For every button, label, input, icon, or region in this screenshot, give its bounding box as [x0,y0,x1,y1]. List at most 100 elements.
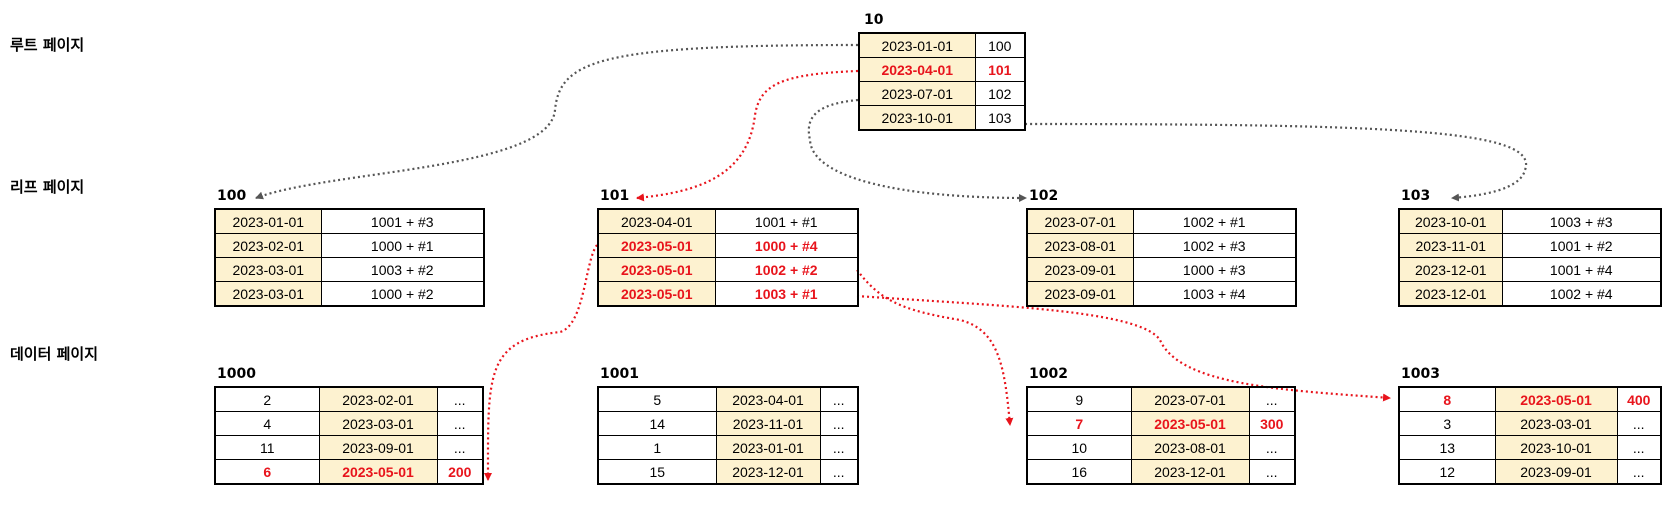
value-cell: 300 [1248,411,1296,436]
row-id-cell: 6 [214,459,320,485]
row-id-cell: 4 [214,411,320,436]
value-cell: ... [819,459,859,485]
rowid-pointer-cell: 1000 + #1 [320,233,485,258]
value-cell: 400 [1616,386,1662,412]
rowid-pointer-cell: 1003 + #2 [320,257,485,282]
rowid-pointer-cell: 1003 + #4 [1132,281,1297,307]
root-page-number: 10 [864,12,884,28]
index-key-cell: 2023-03-01 [214,257,322,282]
index-key-cell: 2023-09-01 [1026,257,1134,282]
value-cell: ... [436,386,484,412]
link-root-to-100 [255,43,859,200]
child-pointer-cell: 103 [974,105,1026,131]
row-id-cell: 7 [1026,411,1132,436]
child-pointer-cell: 101 [974,57,1026,82]
rowid-pointer-cell: 1000 + #3 [1132,257,1297,282]
leaf-page-number: 103 [1401,188,1431,204]
date-cell: 2023-02-01 [318,386,438,412]
row-id-cell: 5 [597,386,717,412]
rowid-pointer-cell: 1002 + #1 [1132,208,1297,234]
link-101-to-1003 [856,294,1391,402]
row-id-cell: 16 [1026,459,1132,485]
rowid-pointer-cell: 1000 + #2 [320,281,485,307]
link-101-to-1000 [483,244,598,481]
date-cell: 2023-05-01 [318,459,438,485]
link-root-to-103 [1024,122,1528,202]
index-key-cell: 2023-05-01 [597,257,716,282]
index-key-cell: 2023-07-01 [1026,208,1134,234]
value-cell: ... [1248,435,1296,460]
data-page-number: 1000 [217,366,256,382]
date-cell: 2023-01-01 [715,435,821,460]
label-root-page: 루트 페이지 [10,36,85,54]
child-pointer-cell: 100 [974,32,1026,58]
row-id-cell: 14 [597,411,717,436]
row-id-cell: 8 [1398,386,1496,412]
rowid-pointer-cell: 1001 + #3 [320,208,485,234]
value-cell: ... [819,386,859,412]
data-page-number: 1001 [600,366,639,382]
leaf-page-number: 100 [217,188,247,204]
date-cell: 2023-05-01 [1494,386,1618,412]
rowid-pointer-cell: 1003 + #3 [1501,208,1662,234]
leaf-page-number: 102 [1029,188,1059,204]
index-key-cell: 2023-11-01 [1398,233,1503,258]
row-id-cell: 10 [1026,435,1132,460]
index-key-cell: 2023-03-01 [214,281,322,307]
value-cell: ... [1616,435,1662,460]
row-id-cell: 1 [597,435,717,460]
index-key-cell: 2023-04-01 [597,208,716,234]
row-id-cell: 13 [1398,435,1496,460]
date-cell: 2023-09-01 [1494,459,1618,485]
row-id-cell: 15 [597,459,717,485]
value-cell: ... [819,435,859,460]
index-key-cell: 2023-05-01 [597,233,716,258]
index-key-cell: 2023-01-01 [858,32,976,58]
index-key-cell: 2023-12-01 [1398,281,1503,307]
index-key-cell: 2023-04-01 [858,57,976,82]
value-cell: ... [1248,386,1296,412]
date-cell: 2023-08-01 [1130,435,1250,460]
link-root-to-101 [636,69,859,202]
leaf-page-number: 101 [600,188,630,204]
index-key-cell: 2023-10-01 [1398,208,1503,234]
rowid-pointer-cell: 1001 + #4 [1501,257,1662,282]
index-key-cell: 2023-02-01 [214,233,322,258]
date-cell: 2023-03-01 [318,411,438,436]
row-id-cell: 9 [1026,386,1132,412]
value-cell: ... [1248,459,1296,485]
date-cell: 2023-12-01 [1130,459,1250,485]
rowid-pointer-cell: 1001 + #2 [1501,233,1662,258]
index-key-cell: 2023-08-01 [1026,233,1134,258]
index-key-cell: 2023-07-01 [858,81,976,106]
